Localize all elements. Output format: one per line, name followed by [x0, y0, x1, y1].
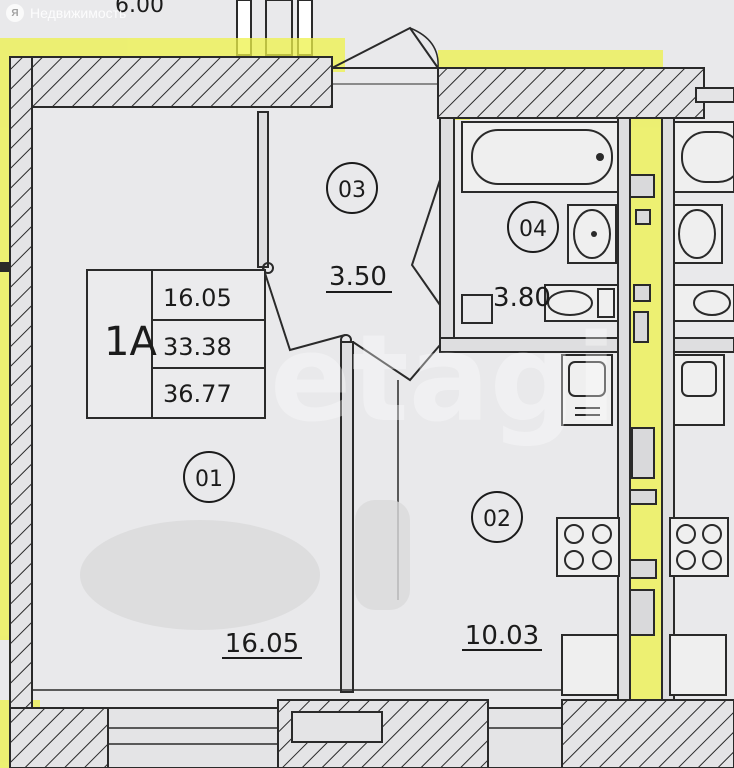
unit-legend: 1A 16.05 33.38 36.77 — [86, 269, 266, 419]
shaft-wall-left — [617, 117, 631, 719]
partition-01-03 — [257, 111, 269, 268]
toilet — [544, 284, 622, 322]
bathtub — [461, 121, 623, 193]
room-04-area: 3.80 — [493, 283, 551, 313]
partition-01-02 — [340, 341, 354, 693]
site-logo-icon: Я — [6, 4, 24, 22]
room-02-number: 02 — [483, 507, 511, 532]
room-02-label: 02 10.03 — [462, 491, 542, 651]
room-03-area: 3.50 — [329, 262, 387, 292]
door-bathroom — [410, 179, 441, 306]
neighbor-fixtures — [669, 121, 734, 696]
room-01-area: 16.05 — [225, 629, 299, 659]
door-room-01 — [262, 266, 346, 352]
shaft-wall-right — [661, 117, 675, 719]
unit-code: 1A — [104, 319, 157, 365]
vent-shafts — [629, 174, 657, 636]
kitchen-sink — [561, 354, 613, 426]
room-01-number: 01 — [195, 467, 223, 492]
wall-bottom — [9, 699, 734, 768]
wall-left — [9, 56, 33, 713]
watermark-site: Я Недвижимость — [6, 4, 126, 22]
bathroom-sink — [567, 204, 617, 264]
header-dimension: 6.00 — [115, 0, 164, 18]
door-kitchen — [352, 341, 441, 382]
room-04-label: 04 3.80 — [493, 201, 559, 313]
wall-top-right — [437, 67, 705, 119]
kitchen-stove — [556, 517, 722, 577]
watermark-site-text: Недвижимость — [30, 5, 127, 21]
room-02-area: 10.03 — [465, 621, 539, 651]
unit-living-area: 16.05 — [163, 284, 232, 312]
watermark-etagi: etagi — [270, 310, 617, 449]
room-03-number: 03 — [338, 178, 366, 203]
wall-top-left — [9, 56, 333, 108]
room-01-label: 01 16.05 — [183, 451, 302, 659]
room-03-label: 03 3.50 — [326, 162, 392, 293]
unit-area-no-balcony: 33.38 — [163, 333, 232, 361]
kitchen-fridge — [561, 634, 619, 696]
unit-total-area: 36.77 — [163, 380, 232, 408]
room-04-number: 04 — [519, 217, 547, 242]
